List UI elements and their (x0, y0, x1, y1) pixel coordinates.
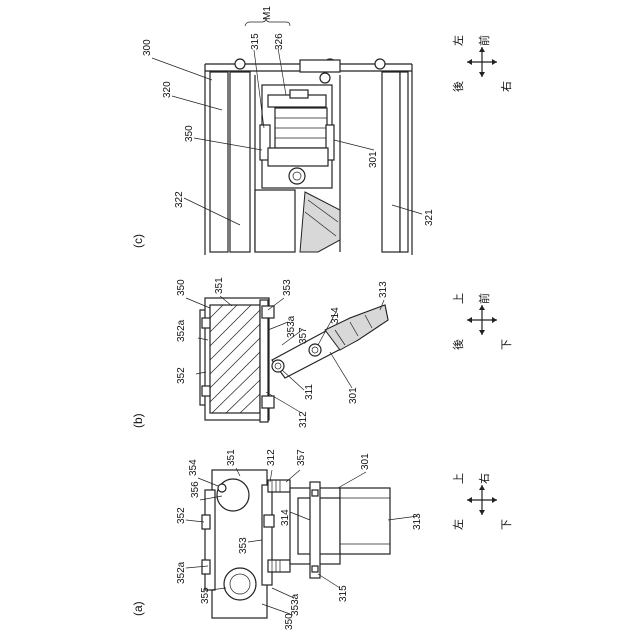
label-300: 300 (142, 39, 153, 56)
label-301: 301 (368, 151, 379, 168)
label-357: 357 (298, 327, 309, 344)
label-356: 356 (190, 481, 201, 498)
label-350: 350 (284, 613, 295, 630)
direction-front-c: 前 (477, 35, 491, 46)
label-312: 312 (266, 449, 277, 466)
label-357: 357 (296, 449, 307, 466)
label-350: 350 (176, 279, 187, 296)
direction-cross-b (467, 305, 497, 335)
direction-back-b: 後 (451, 339, 465, 350)
label-350: 350 (184, 125, 195, 142)
label-301: 301 (348, 387, 359, 404)
label-352: 352 (176, 367, 187, 384)
label-353: 353 (238, 537, 249, 554)
panel-b-caption: (b) (131, 413, 145, 428)
direction-up-b: 上 (452, 293, 465, 304)
label-352a: 352a (176, 319, 187, 342)
label-351: 351 (214, 277, 225, 294)
direction-cross-c (467, 47, 497, 77)
label-M1: M1 (262, 6, 273, 20)
label-351: 351 (226, 449, 237, 466)
label-314: 314 (330, 307, 341, 324)
panel-b: 350 351 353 352a 353a 357 314 313 352 31… (131, 277, 513, 428)
direction-right-a: 右 (477, 473, 491, 484)
direction-left-c: 左 (452, 35, 465, 46)
direction-cross-a (467, 485, 497, 515)
label-315: 315 (250, 33, 261, 50)
direction-front-b: 前 (477, 293, 491, 304)
direction-up-a: 上 (452, 473, 465, 484)
label-355: 355 (200, 587, 211, 604)
label-312: 312 (298, 411, 309, 428)
label-354: 354 (188, 459, 199, 476)
panel-a-caption: (a) (131, 601, 145, 616)
label-322: 322 (174, 191, 185, 208)
label-353: 353 (282, 279, 293, 296)
panel-c-caption: (c) (131, 234, 145, 248)
direction-right-c: 右 (499, 81, 513, 92)
label-320: 320 (162, 81, 173, 98)
label-313: 313 (412, 513, 423, 530)
label-321: 321 (424, 209, 435, 226)
direction-down-b: 下 (501, 339, 513, 350)
panel-c: 300 320 315 326 M1 350 301 322 321 (c) 左… (131, 6, 513, 255)
label-311: 311 (304, 384, 315, 400)
label-313: 313 (378, 281, 389, 298)
panel-a: 351 312 357 301 354 356 352 314 313 353 … (131, 449, 513, 630)
label-353a: 353a (290, 593, 301, 616)
label-315: 315 (338, 585, 349, 602)
label-314: 314 (280, 509, 291, 526)
label-353a: 353a (286, 315, 297, 338)
label-301: 301 (360, 453, 371, 470)
label-352: 352 (176, 507, 187, 524)
direction-down-a: 下 (501, 519, 513, 530)
direction-left-a: 左 (452, 519, 465, 530)
direction-back-c: 後 (451, 81, 465, 92)
label-326: 326 (274, 33, 285, 50)
label-352a: 352a (176, 561, 187, 584)
